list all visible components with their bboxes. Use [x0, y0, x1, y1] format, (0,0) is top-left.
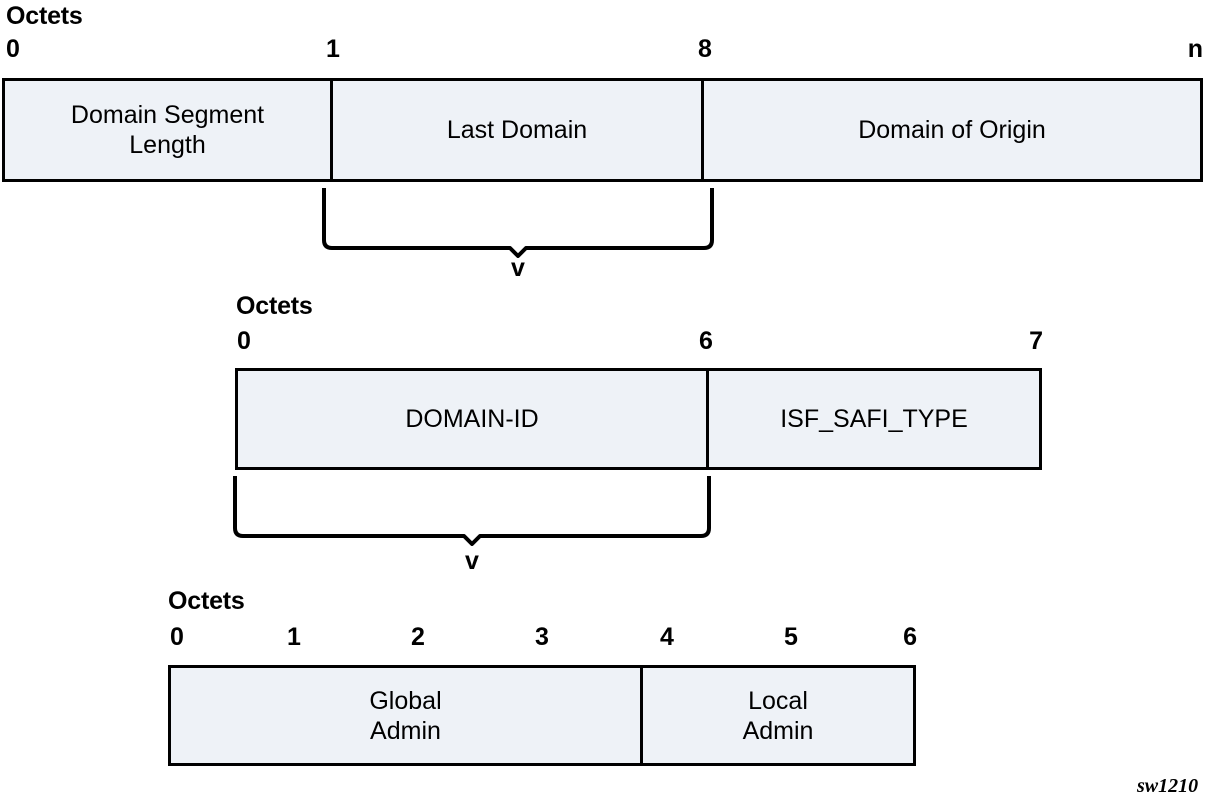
field-domain-of-origin-label: Domain of Origin	[858, 116, 1046, 144]
figure-id-label: sw1210	[1137, 775, 1199, 797]
field-domain-id: DOMAIN-ID	[238, 371, 706, 467]
field-isf-safi-type-label: ISF_SAFI_TYPE	[780, 405, 968, 433]
tick-diagram-1-0: 0	[6, 35, 20, 63]
field-global-admin: Global Admin	[171, 668, 640, 763]
field-local-admin-line2: Admin	[742, 716, 814, 745]
field-domain-id-label: DOMAIN-ID	[405, 405, 539, 433]
packet-last-domain-detail: DOMAIN-ID ISF_SAFI_TYPE	[235, 368, 1042, 470]
field-domain-segment-length-line2: Length	[129, 131, 206, 159]
tick-diagram-1-3: n	[1187, 35, 1203, 63]
tick-diagram-3-5: 5	[784, 623, 798, 651]
tick-row-diagram-1: 0 1 8 n	[0, 32, 1205, 62]
octets-label-diagram-3: Octets	[168, 587, 245, 615]
tick-diagram-3-1: 1	[287, 623, 301, 651]
tick-diagram-2-2: 7	[1029, 327, 1043, 355]
field-domain-segment-length: Domain Segment Length	[5, 81, 330, 179]
tick-diagram-3-0: 0	[170, 623, 184, 651]
field-global-admin-line1: Global	[369, 686, 442, 715]
connector-domain-id-arrow-label: v	[465, 547, 479, 575]
packet-domain-segment: Domain Segment Length Last Domain Domain…	[2, 78, 1203, 182]
connector-domain-id	[229, 474, 715, 546]
octets-label-diagram-1: Octets	[6, 2, 83, 30]
tick-diagram-2-1: 6	[699, 327, 713, 355]
tick-diagram-1-2: 8	[698, 35, 712, 63]
tick-row-diagram-3: 0 1 2 3 4 5 6	[0, 620, 1205, 650]
packet-domain-id-detail: Global Admin Local Admin	[168, 665, 916, 766]
tick-diagram-2-0: 0	[237, 327, 251, 355]
field-isf-safi-type: ISF_SAFI_TYPE	[706, 371, 1039, 467]
tick-row-diagram-2: 0 6 7	[0, 324, 1205, 354]
field-domain-of-origin: Domain of Origin	[701, 81, 1200, 179]
connector-last-domain	[318, 186, 718, 258]
tick-diagram-3-2: 2	[411, 623, 425, 651]
connector-last-domain-arrow-label: v	[511, 254, 525, 282]
tick-diagram-3-3: 3	[535, 623, 549, 651]
field-domain-segment-length-line1: Domain Segment	[70, 101, 265, 129]
tick-diagram-3-4: 4	[660, 623, 674, 651]
field-last-domain-label: Last Domain	[446, 116, 588, 144]
field-last-domain: Last Domain	[330, 81, 701, 179]
field-local-admin: Local Admin	[640, 668, 913, 763]
field-local-admin-line1: Local	[748, 686, 808, 715]
tick-diagram-1-1: 1	[326, 35, 340, 63]
tick-diagram-3-6: 6	[903, 623, 917, 651]
field-global-admin-line2: Admin	[370, 716, 441, 745]
octets-label-diagram-2: Octets	[236, 292, 313, 320]
